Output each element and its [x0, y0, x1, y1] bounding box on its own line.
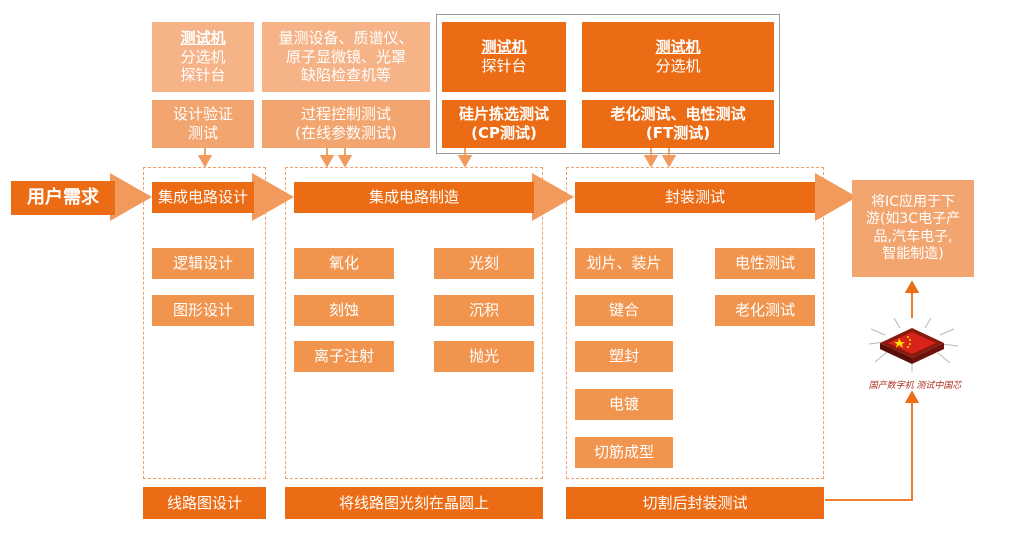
pkg-item-bonding: 键合 [575, 295, 673, 326]
test-equipment-frame [436, 14, 780, 154]
pkg-item-molding-label: 塑封 [608, 347, 639, 366]
mfg-item-etching: 刻蚀 [294, 295, 394, 326]
cp-test-line1: 硅片拣选测试 [458, 105, 549, 124]
mfg-process-test-box: 过程控制测试 (在线参数测试) [262, 100, 430, 148]
design-footer-label: 线路图设计 [166, 493, 242, 512]
application-line4: 智能制造) [882, 246, 944, 262]
application-line2: 游(如3C电子产 [865, 211, 961, 227]
mfg-item-ion-implant: 离子注射 [294, 341, 394, 372]
mfg-equipment-line1: 量测设备、质谱仪、 [278, 28, 414, 47]
mfg-equipment-line2: 原子显微镜、光罩 [285, 47, 406, 66]
design-tester-title: 测试机 [180, 28, 226, 47]
mfg-item-deposition: 沉积 [434, 295, 534, 326]
design-verify-line1: 设计验证 [172, 105, 233, 124]
mfg-item-oxidation: 氧化 [294, 248, 394, 279]
design-tester-line3: 探针台 [180, 66, 226, 85]
packaging-region [566, 167, 824, 479]
pkg-item-plating: 电镀 [575, 389, 673, 420]
design-header-box: 集成电路设计 [152, 182, 254, 213]
design-item-logic: 逻辑设计 [152, 248, 254, 279]
mfg-item-polishing: 抛光 [434, 341, 534, 372]
manufacturing-region [285, 167, 543, 479]
pkg-item-burn-in-test-label: 老化测试 [734, 301, 795, 320]
mfg-header-label: 集成电路制造 [368, 188, 459, 207]
design-item-logic-label: 逻辑设计 [172, 254, 233, 273]
design-header-label: 集成电路设计 [157, 188, 248, 207]
pkg-item-trim-form-label: 切筋成型 [593, 443, 654, 462]
pkg-item-burn-in-test: 老化测试 [715, 295, 815, 326]
watermark-text: 国产数字机 测试中国芯 [868, 381, 962, 391]
ft-test-line1: 老化测试、电性测试 [610, 105, 746, 124]
arrow-footer-to-chip [825, 390, 920, 501]
design-verify-line2: 测试 [187, 124, 218, 142]
cp-test-line2: (CP测试) [471, 124, 537, 142]
design-item-graphic: 图形设计 [152, 295, 254, 326]
mfg-process-test-line1: 过程控制测试 [300, 105, 391, 124]
mfg-footer-label: 将线路图光刻在晶圆上 [338, 493, 489, 512]
cp-tester-box: 测试机 探针台 [442, 22, 566, 92]
mfg-item-polishing-label: 抛光 [468, 347, 499, 366]
pkg-item-molding: 塑封 [575, 341, 673, 372]
design-tester-line2: 分选机 [180, 47, 226, 66]
cp-test-box: 硅片拣选测试 (CP测试) [442, 100, 566, 148]
pkg-header-label: 封装测试 [664, 188, 725, 207]
design-tester-box: 测试机 分选机 探针台 [152, 22, 254, 92]
ft-tester-box: 测试机 分选机 [582, 22, 774, 92]
mfg-header-box: 集成电路制造 [294, 182, 534, 213]
mfg-item-etching-label: 刻蚀 [328, 301, 359, 320]
pkg-header-box: 封装测试 [575, 182, 815, 213]
mfg-item-lithography-label: 光刻 [468, 254, 499, 273]
user-demand-box: 用户需求 [11, 181, 115, 215]
mfg-item-oxidation-label: 氧化 [328, 254, 359, 273]
user-demand-label: 用户需求 [27, 186, 99, 208]
application-line3: 品,汽车电子, [873, 228, 953, 245]
pkg-item-bonding-label: 键合 [608, 301, 639, 320]
mfg-item-deposition-label: 沉积 [468, 301, 499, 320]
design-verify-box: 设计验证 测试 [152, 100, 254, 148]
cp-tester-title: 测试机 [481, 38, 527, 57]
pkg-item-electrical-test: 电性测试 [715, 248, 815, 279]
mfg-equipment-box: 量测设备、质谱仪、 原子显微镜、光罩 缺陷检查机等 [262, 22, 430, 92]
pkg-item-dicing-label: 划片、装片 [586, 254, 662, 273]
mfg-footer-box: 将线路图光刻在晶圆上 [285, 487, 543, 519]
ft-test-box: 老化测试、电性测试 (FT测试) [582, 100, 774, 148]
pkg-footer-box: 切割后封装测试 [566, 487, 824, 519]
design-item-graphic-label: 图形设计 [172, 301, 233, 320]
mfg-equipment-line3: 缺陷检查机等 [300, 66, 391, 85]
mfg-item-ion-implant-label: 离子注射 [313, 347, 374, 366]
application-box: 将IC应用于下 游(如3C电子产 品,汽车电子, 智能制造) [852, 180, 974, 277]
mfg-process-test-line2: (在线参数测试) [295, 124, 397, 142]
application-line1: 将IC应用于下 [871, 193, 955, 210]
mfg-item-lithography: 光刻 [434, 248, 534, 279]
cp-tester-line2: 探针台 [481, 57, 527, 75]
design-footer-box: 线路图设计 [143, 487, 266, 519]
ft-test-line2: (FT测试) [645, 124, 711, 142]
ft-tester-line2: 分选机 [655, 57, 701, 75]
pkg-item-electrical-test-label: 电性测试 [734, 254, 795, 273]
pkg-item-dicing: 划片、装片 [575, 248, 673, 279]
pkg-item-plating-label: 电镀 [608, 395, 639, 414]
pkg-footer-label: 切割后封装测试 [642, 493, 748, 512]
pkg-item-trim-form: 切筋成型 [575, 437, 673, 468]
ft-tester-title: 测试机 [655, 38, 701, 57]
